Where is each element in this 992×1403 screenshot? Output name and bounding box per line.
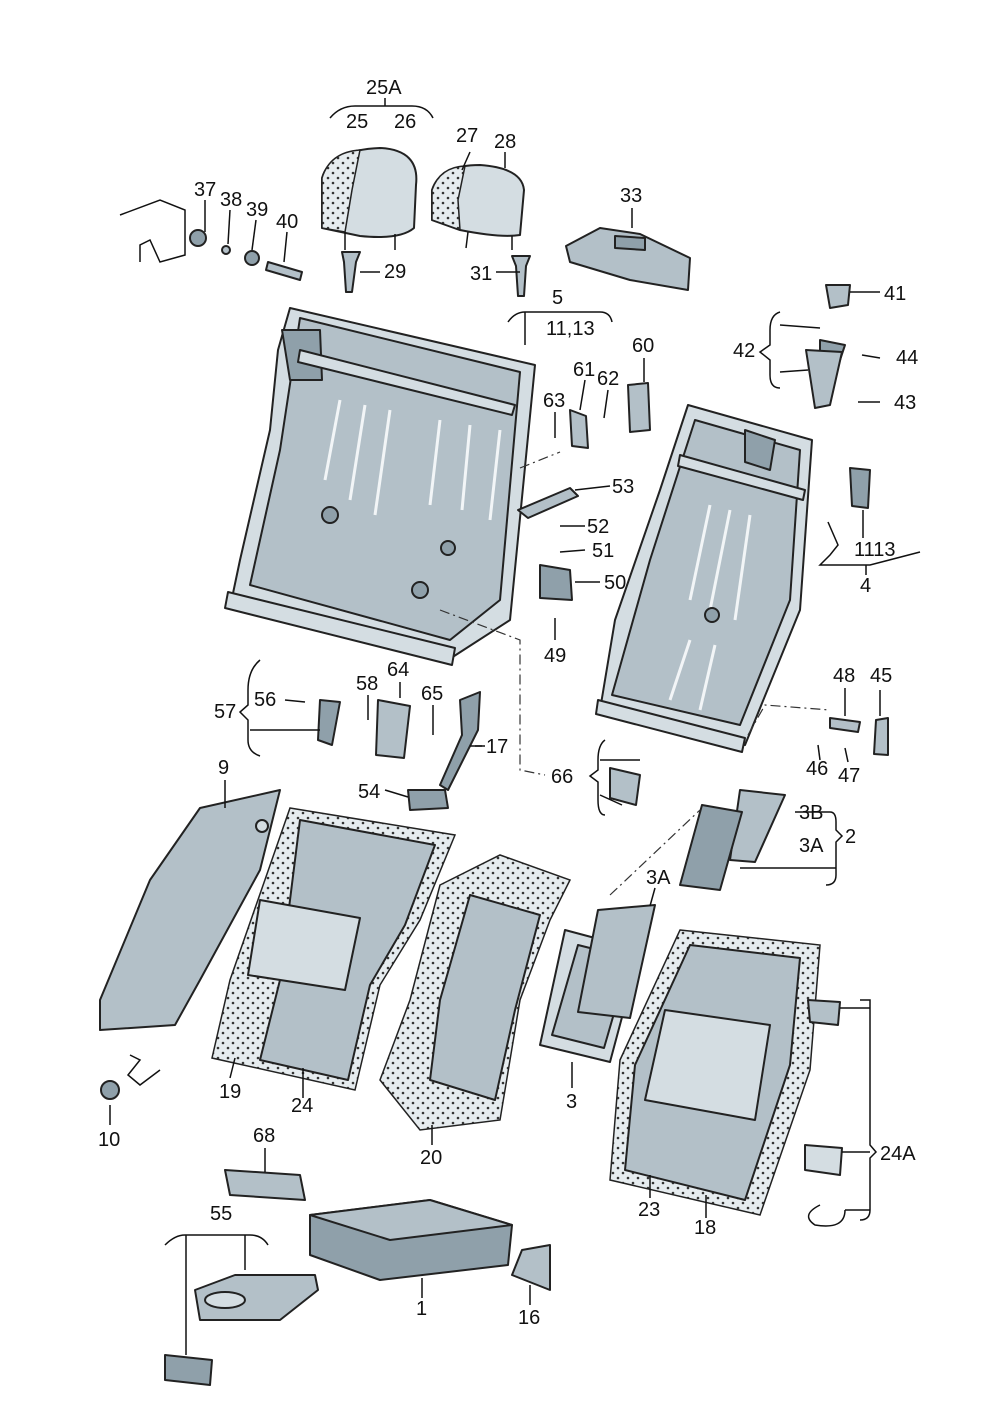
- label-44: 44: [896, 347, 918, 369]
- pass-through-3B: [679, 789, 786, 891]
- label-4: 4: [860, 575, 871, 597]
- headrest-25: [321, 147, 418, 250]
- label-46: 46: [806, 758, 828, 780]
- backrest-cover-23-18: [609, 929, 821, 1216]
- label-56: 56: [254, 689, 276, 711]
- part-labels: 25A 25 26 27 28 33 37 38 39 40 29 31 41 …: [98, 77, 918, 1329]
- label-33: 33: [620, 185, 642, 207]
- label-31: 31: [470, 263, 492, 285]
- headrest-guide-29: [341, 251, 361, 293]
- headrest-guide-31: [511, 255, 531, 297]
- label-16: 16: [518, 1307, 540, 1329]
- label-10: 10: [98, 1129, 120, 1151]
- label-3A-center: 3A: [646, 867, 671, 889]
- label-5: 5: [552, 287, 563, 309]
- cover-16: [511, 1244, 551, 1291]
- label-68: 68: [253, 1125, 275, 1147]
- label-25A: 25A: [366, 77, 402, 99]
- assembly-line-c: [519, 451, 561, 469]
- label-1113: 1113: [854, 539, 896, 561]
- cup-holder-55: [164, 1274, 319, 1386]
- label-61: 61: [573, 359, 595, 381]
- label-47: 47: [838, 765, 860, 787]
- armrest-1: [309, 1199, 513, 1281]
- label-24A: 24A: [880, 1143, 916, 1165]
- label-51: 51: [592, 540, 614, 562]
- label-37: 37: [194, 179, 216, 201]
- label-45: 45: [870, 665, 892, 687]
- label-20: 20: [420, 1147, 442, 1169]
- label-54: 54: [358, 781, 380, 803]
- label-66: 66: [551, 766, 573, 788]
- label-19: 19: [219, 1081, 241, 1103]
- label-62: 62: [597, 368, 619, 390]
- foam-cover-20: [379, 854, 572, 1131]
- label-2: 2: [845, 826, 856, 848]
- bracket-68: [224, 1169, 306, 1201]
- pass-through-cover-3A: [577, 904, 656, 1019]
- label-18: 18: [694, 1217, 716, 1239]
- label-3B: 3B: [799, 802, 823, 824]
- label-17: 17: [486, 736, 508, 758]
- label-9: 9: [218, 757, 229, 779]
- label-58: 58: [356, 673, 378, 695]
- label-52: 52: [587, 516, 609, 538]
- label-53: 53: [612, 476, 634, 498]
- label-29: 29: [384, 261, 406, 283]
- label-38: 38: [220, 189, 242, 211]
- label-3A-right: 3A: [799, 835, 824, 857]
- label-64: 64: [387, 659, 409, 681]
- side-trim-9: [99, 789, 281, 1031]
- trim-cover-33: [565, 227, 691, 291]
- backrest-frame-right: [595, 404, 813, 753]
- label-57: 57: [214, 701, 236, 723]
- assembly-line-d: [609, 809, 701, 896]
- label-50: 50: [604, 572, 626, 594]
- label-41: 41: [884, 283, 906, 305]
- label-63: 63: [543, 390, 565, 412]
- label-23: 23: [638, 1199, 660, 1221]
- label-65: 65: [421, 683, 443, 705]
- label-3: 3: [566, 1091, 577, 1113]
- backrest-cover-19-24: [211, 807, 457, 1091]
- assembly-line-a: [439, 609, 546, 776]
- label-39: 39: [246, 199, 268, 221]
- backrest-frame-left: [224, 307, 536, 666]
- label-25: 25: [346, 111, 368, 133]
- label-60: 60: [632, 335, 654, 357]
- assembly-line-b: [747, 704, 831, 736]
- label-49: 49: [544, 645, 566, 667]
- bracket-hardware: [119, 199, 303, 281]
- label-24: 24: [291, 1095, 313, 1117]
- label-55: 55: [210, 1203, 232, 1225]
- label-43: 43: [894, 392, 916, 414]
- label-26: 26: [394, 111, 416, 133]
- latch-parts: [317, 284, 889, 811]
- label-48: 48: [833, 665, 855, 687]
- label-27: 27: [456, 125, 478, 147]
- label-28: 28: [494, 131, 516, 153]
- label-40: 40: [276, 211, 298, 233]
- label-11-13: 11,13: [546, 318, 595, 340]
- headrest-27: [431, 164, 525, 250]
- clip-set-24A: [804, 999, 846, 1227]
- leader-lines: [100, 98, 921, 1355]
- label-1: 1: [416, 1298, 427, 1320]
- label-42: 42: [733, 340, 755, 362]
